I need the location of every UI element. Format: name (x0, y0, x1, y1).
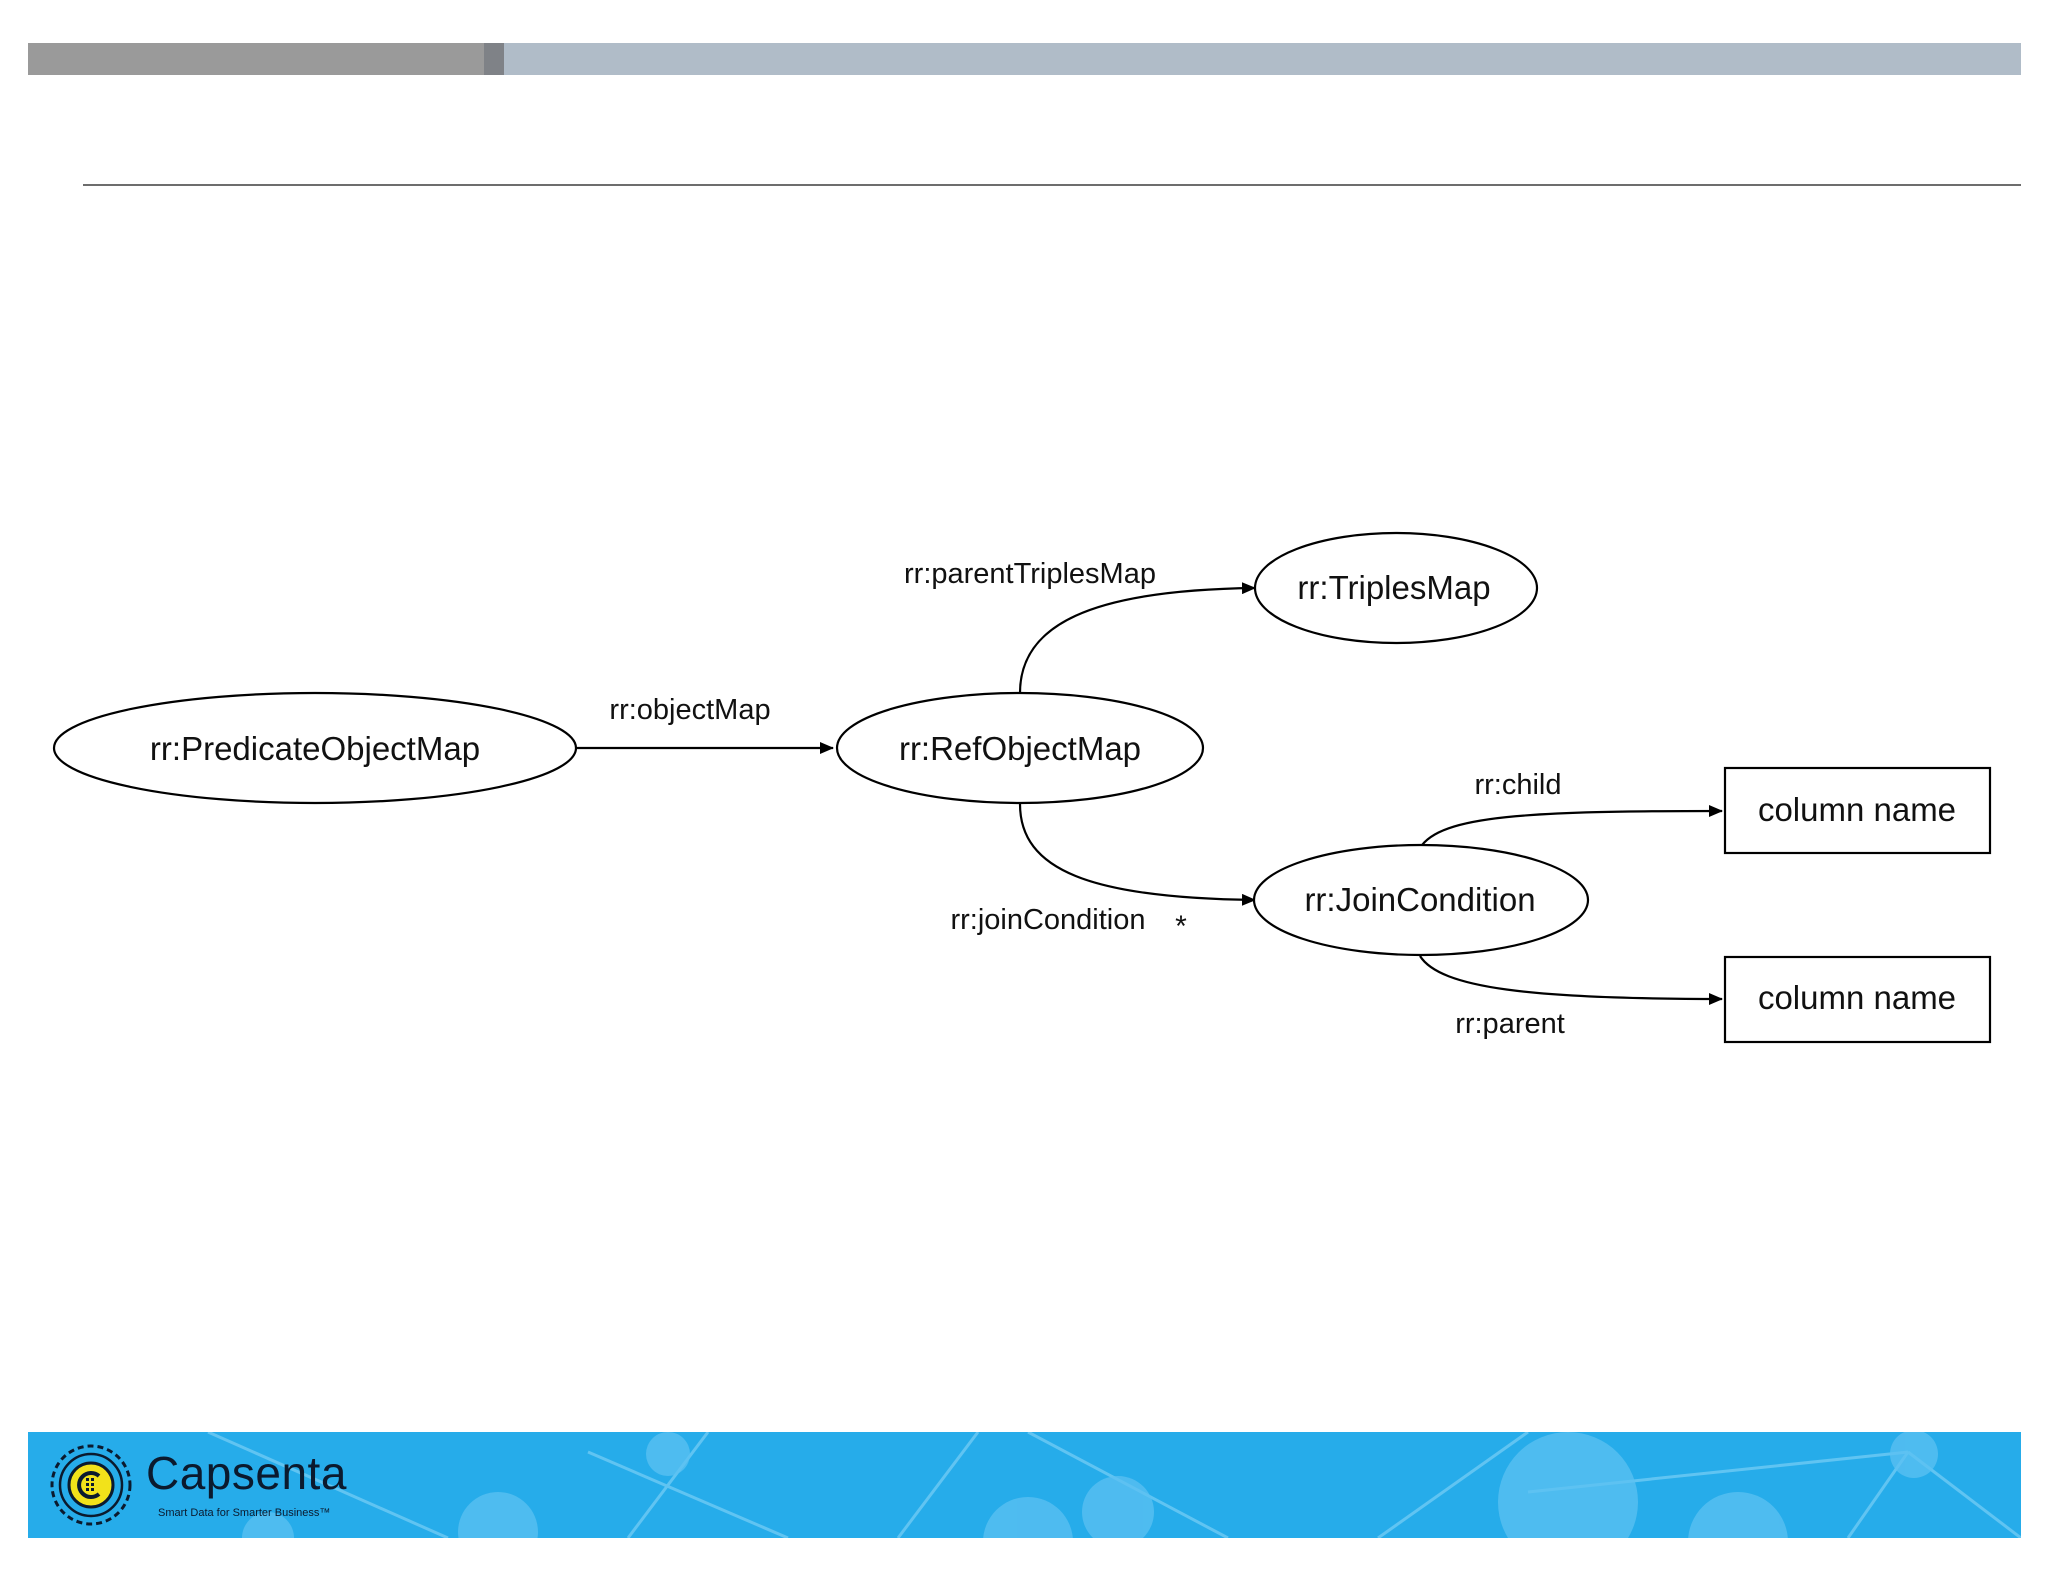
edge-label-parent-triples-map: rr:parentTriplesMap (904, 558, 1156, 590)
capsenta-logo-icon (50, 1444, 132, 1526)
node-predicate-object-map: rr:PredicateObjectMap (52, 691, 578, 805)
node-label-join-condition: rr:JoinCondition (1304, 881, 1535, 918)
node-parent-column: column name (1723, 955, 1992, 1044)
edge-label-object-map: rr:objectMap (609, 694, 770, 726)
edge-parent-triples-map (1018, 582, 1256, 694)
brand-name: Capsenta (146, 1447, 347, 1499)
header-bar-light-segment (504, 43, 2021, 75)
edge-parent (1419, 955, 1723, 1005)
node-triples-map: rr:TriplesMap (1253, 531, 1539, 645)
header-bar-divider-segment (484, 43, 504, 75)
edge-child (1419, 805, 1723, 849)
header-bar-dark-segment (28, 43, 484, 75)
node-label-child-column: column name (1758, 791, 1956, 828)
node-label-ref-object-map: rr:RefObjectMap (899, 730, 1141, 767)
node-child-column: column name (1723, 766, 1992, 855)
edge-label-child: rr:child (1474, 769, 1561, 801)
edge-label-join-multiplicity: * (1175, 910, 1187, 943)
edge-label-join-condition: rr:joinCondition (950, 904, 1145, 936)
title-underline-rule (83, 184, 2021, 186)
network-background-graphic (207, 1432, 2021, 1538)
edge-join-condition (1018, 803, 1256, 906)
node-ref-object-map: rr:RefObjectMap (835, 691, 1205, 805)
footer-banner: Capsenta Smart Data for Smarter Business… (28, 1432, 2021, 1538)
node-label-triples-map: rr:TriplesMap (1297, 569, 1490, 606)
node-label-predicate-object-map: rr:PredicateObjectMap (150, 730, 480, 767)
brand-tagline: Smart Data for Smarter Business™ (158, 1507, 331, 1519)
node-join-condition: rr:JoinCondition (1252, 843, 1590, 957)
node-label-parent-column: column name (1758, 979, 1956, 1016)
edge-label-parent: rr:parent (1455, 1008, 1565, 1040)
